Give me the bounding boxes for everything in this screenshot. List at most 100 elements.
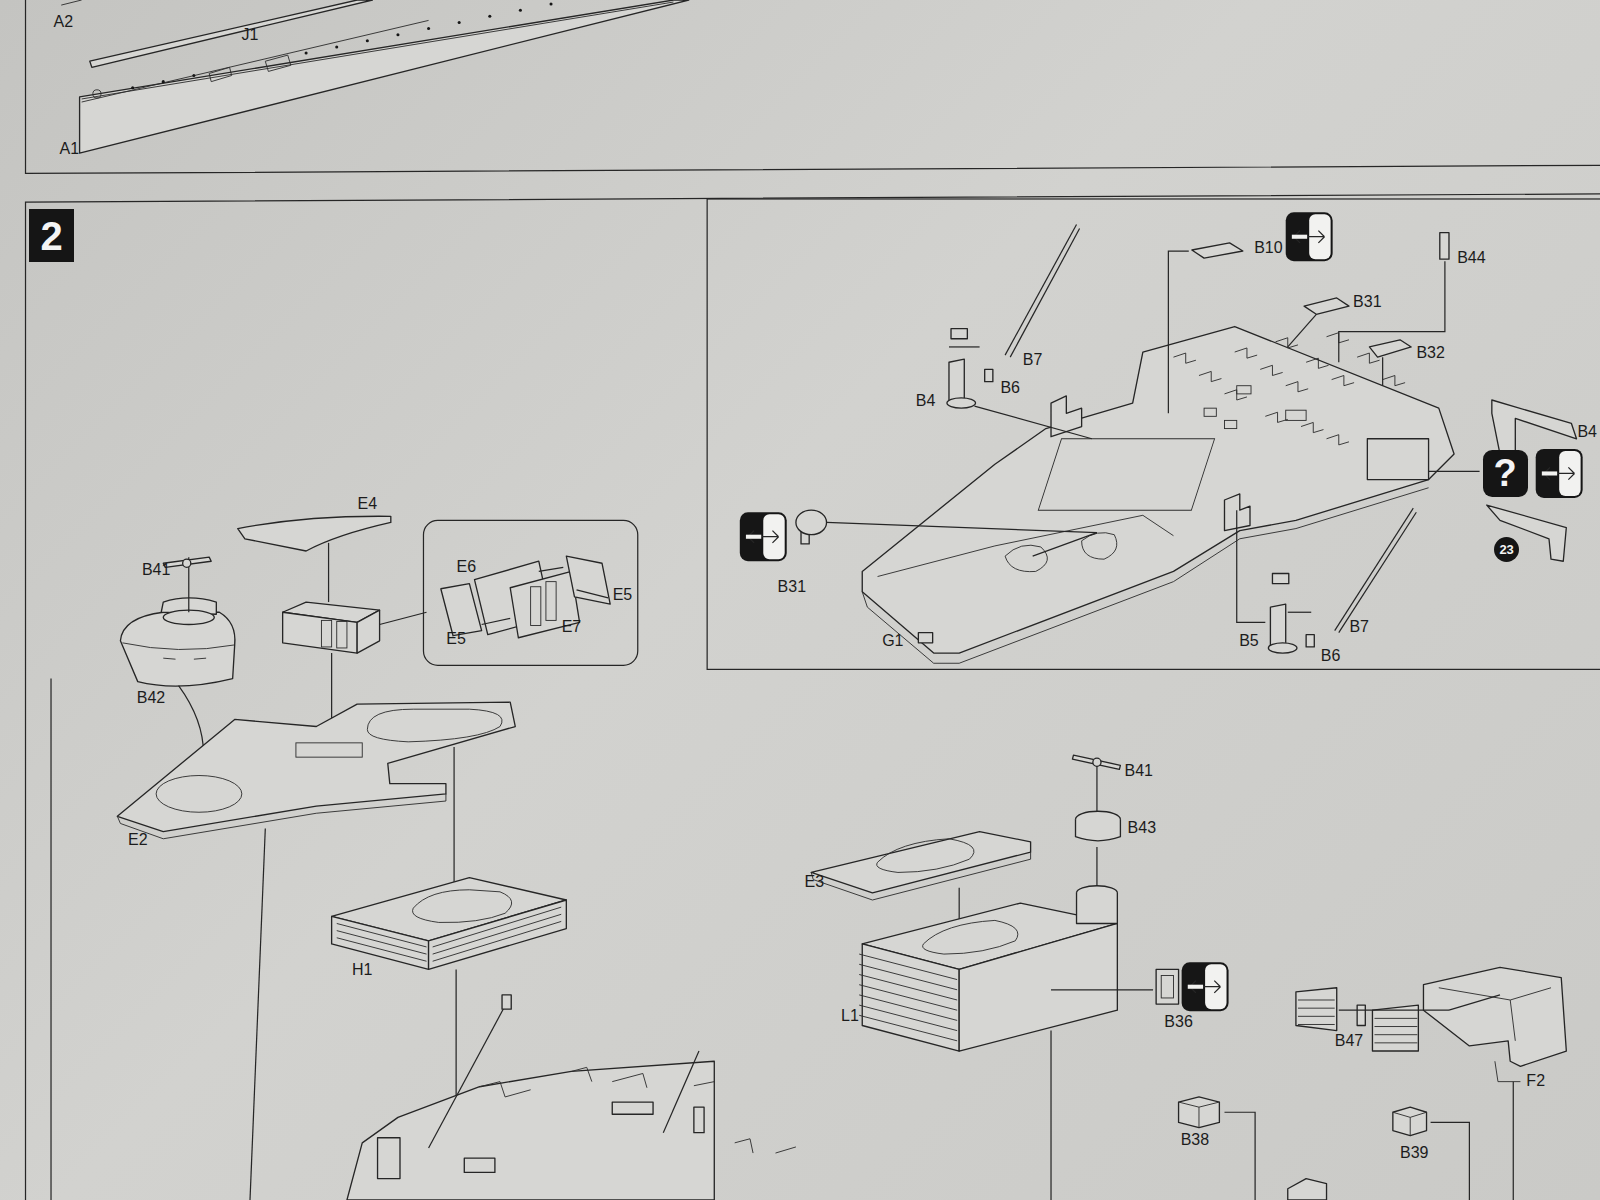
drawing-stroke — [183, 559, 191, 567]
part-number: E5 — [446, 631, 466, 647]
part-number: A2 — [53, 14, 73, 30]
drawing-stroke — [1038, 439, 1214, 510]
drawing-stroke — [26, 0, 1600, 173]
drawing-stroke — [441, 584, 482, 636]
drawing-stroke — [82, 2, 674, 99]
drawing-stroke — [1382, 357, 1383, 386]
drawing-stroke — [1335, 508, 1414, 630]
drawing-stroke — [612, 1102, 653, 1114]
drawing-stroke — [985, 369, 993, 381]
drawing-stroke — [122, 643, 234, 650]
drawing-stroke — [429, 900, 567, 969]
part-number: B41 — [1125, 763, 1153, 779]
drawing-stroke — [1431, 1122, 1470, 1200]
drawing-stroke — [1051, 396, 1082, 437]
part-number: B10 — [1254, 240, 1282, 256]
part-number: B7 — [1023, 352, 1043, 368]
drawing-stroke — [663, 1051, 699, 1133]
drawing-stroke — [1339, 512, 1417, 632]
e3-l1-funnel — [811, 755, 1178, 1200]
drawing-stroke — [740, 512, 787, 561]
drawing-stroke — [90, 0, 373, 67]
drawing-stroke — [877, 839, 974, 873]
drawing-stroke — [1182, 962, 1229, 1011]
drawing-stroke — [549, 3, 552, 6]
drawing-stroke — [1156, 969, 1178, 1004]
drawing-stroke — [337, 907, 561, 961]
drawing-stroke — [746, 535, 761, 539]
drawing-stroke — [539, 567, 563, 571]
part-number: B43 — [1128, 820, 1156, 836]
drawing-stroke — [357, 610, 379, 653]
drawing-stroke — [1393, 1107, 1427, 1136]
drawing-stroke — [1369, 340, 1411, 357]
drawing-stroke — [923, 920, 1018, 954]
drawing-stroke — [740, 512, 787, 561]
drawing-stroke — [1449, 995, 1500, 1010]
drawing-stroke — [1542, 471, 1557, 475]
drawing-stroke — [380, 612, 427, 624]
drawing-stroke — [250, 829, 265, 1200]
drawing-stroke — [482, 618, 511, 624]
drawing-stroke — [50, 679, 51, 1200]
drawing-stroke — [296, 743, 362, 757]
part-number: E4 — [358, 496, 378, 512]
drawing-stroke — [117, 794, 446, 839]
drawing-stroke — [1367, 439, 1428, 480]
drawing-stroke — [1372, 1005, 1418, 1051]
badge-text: ? — [1493, 454, 1516, 492]
part-number: E7 — [562, 619, 582, 635]
drawing-stroke — [1051, 989, 1153, 990]
drawing-stroke — [811, 832, 1030, 893]
drawing-stroke — [1235, 348, 1308, 392]
drawing-stroke — [117, 702, 515, 832]
drawing-stroke — [413, 890, 512, 923]
drawing-stroke — [947, 398, 976, 408]
drawing-stroke — [1272, 573, 1288, 583]
part-number: L1 — [841, 1008, 859, 1024]
drawing-stroke — [566, 556, 610, 604]
callout-circle: 23 — [1494, 537, 1520, 563]
drawing-stroke — [93, 90, 101, 98]
drawing-stroke — [974, 406, 1091, 439]
step-badge: ? — [1483, 450, 1528, 497]
part-number: B41 — [142, 562, 170, 578]
drawing-stroke — [1179, 1097, 1220, 1128]
drawing-stroke — [1173, 333, 1405, 445]
drawing-stroke — [163, 658, 175, 659]
drawing-stroke — [1173, 353, 1246, 400]
drawing-stroke — [321, 620, 331, 647]
drawing-stroke — [1188, 985, 1203, 989]
drawing-stroke — [1513, 1082, 1514, 1200]
drawing-stroke — [238, 516, 391, 551]
drawing-stroke — [519, 9, 522, 12]
drawing-stroke — [577, 590, 609, 598]
drawing-stroke — [1292, 235, 1307, 239]
drawing-stroke — [949, 346, 980, 347]
drawing-stroke — [1204, 408, 1216, 416]
drawing-stroke — [959, 923, 1117, 1051]
drawing-stroke — [1237, 510, 1266, 622]
drawing-stroke — [1179, 1102, 1220, 1128]
drawing-stroke — [156, 776, 242, 813]
part-number: G1 — [882, 633, 903, 649]
part-number: B31 — [778, 579, 806, 595]
part-number: B47 — [1335, 1033, 1363, 1049]
drawing-stroke — [1237, 386, 1251, 394]
part-number: B42 — [137, 690, 165, 706]
drawing-stroke — [949, 359, 964, 403]
drawing-stroke — [194, 658, 206, 659]
drawing-stroke — [1005, 224, 1076, 355]
drawing-stroke — [1168, 251, 1188, 413]
drawing-stroke — [378, 1138, 400, 1179]
drawing-stroke — [209, 55, 291, 82]
drawing-stroke — [1224, 1112, 1255, 1200]
drawing-stroke — [827, 522, 1097, 532]
drawing-stroke — [1374, 1018, 1417, 1042]
drawing-stroke — [480, 1067, 715, 1097]
drawing-stroke — [1393, 1112, 1427, 1135]
drawing-stroke — [796, 510, 827, 534]
part-number: E6 — [457, 559, 477, 575]
drawing-stroke — [878, 515, 1174, 576]
drawing-stroke — [862, 327, 1454, 654]
